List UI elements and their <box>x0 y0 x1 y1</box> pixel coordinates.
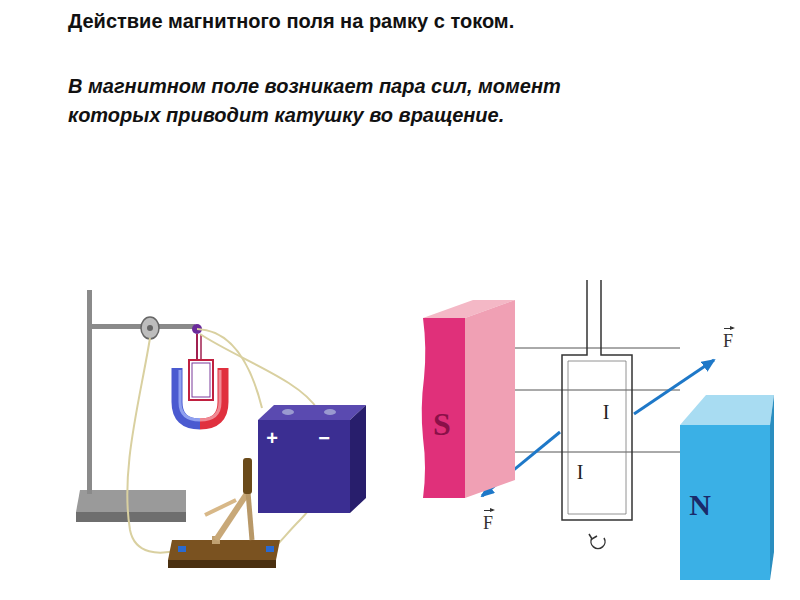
magnet-s: S <box>420 298 518 500</box>
caption: В магнитном поле возникает пара сил, мом… <box>68 72 638 130</box>
magnet-n-text: N <box>689 490 711 520</box>
battery-text: − <box>318 428 330 448</box>
force-arrows <box>482 360 714 496</box>
force-label: F <box>723 326 733 350</box>
magnet-n: N <box>676 392 776 584</box>
force-label: F <box>483 508 493 532</box>
title: Действие магнитного поля на рамку с токо… <box>68 10 514 33</box>
current-loop <box>189 334 213 400</box>
battery-text: + <box>266 428 278 448</box>
rotation-symbol <box>589 534 605 549</box>
battery: +− <box>258 404 368 514</box>
current-frame-text: I <box>577 462 584 482</box>
current-frame-outline <box>560 280 636 524</box>
battery-outline <box>258 404 368 514</box>
current-frame: II <box>560 280 636 524</box>
current-frame-text: I <box>603 402 610 422</box>
magnet-s-text: S <box>433 408 451 440</box>
magnet-n-outline <box>676 392 776 584</box>
lab-stand <box>76 290 202 522</box>
magnet-s-outline <box>420 298 518 500</box>
horseshoe-magnet <box>177 368 223 424</box>
